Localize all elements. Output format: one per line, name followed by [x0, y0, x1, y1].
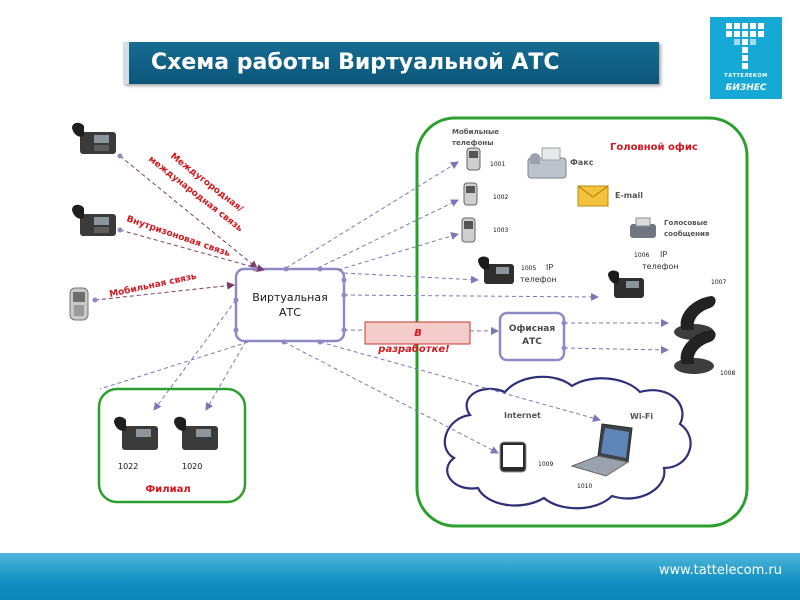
number-1022: 1022 [118, 462, 138, 471]
fax-icon [527, 147, 567, 179]
link-mobile-1001 [285, 161, 459, 269]
ip-phone-label-1b: телефон [520, 275, 557, 284]
slide-title: Схема работы Виртуальной АТС [151, 50, 560, 75]
vats-label-line1: Виртуальная [252, 291, 327, 304]
connection-dots [92, 153, 567, 351]
desk-phone-icon [114, 416, 158, 450]
desk-phone-icon [72, 122, 116, 154]
office-ats-box [498, 311, 566, 362]
mobile-phone-icon [69, 287, 89, 321]
number-1007: 1007 [711, 279, 726, 286]
logo-t-icon [726, 23, 764, 69]
laptop-icon [570, 423, 633, 477]
link-branch-dash [99, 341, 249, 390]
link-mobile [94, 281, 235, 301]
head-office-title: Головной офис [610, 141, 698, 153]
ip-phone-label-2a: IP [660, 250, 667, 259]
footer: www.tattelecom.ru [0, 553, 800, 600]
tattelecom-logo: ТАТТЕЛЕКОМ БИЗНЕС [710, 17, 782, 99]
cordless-phone-icon [674, 330, 716, 374]
ip-phone-icon [478, 256, 514, 284]
office-ats-label-line1: Офисная [509, 324, 556, 334]
email-icon [577, 185, 609, 207]
number-1002: 1002 [493, 194, 508, 201]
ip-phone-label-2b: телефон [642, 262, 679, 271]
mobile-phone-icon [461, 217, 476, 243]
link-ip-1006 [343, 292, 599, 301]
vats-label-line2: АТС [279, 306, 301, 319]
link-label-intrazone: Внутризоновая связь [125, 214, 232, 259]
link-mobile-1003 [337, 232, 459, 271]
number-1010: 1010 [577, 483, 592, 490]
footer-url[interactable]: www.tattelecom.ru [658, 563, 782, 578]
mobile-phones-label-2: телефоны [452, 139, 494, 147]
email-label: E-mail [615, 191, 643, 200]
voicemail-icon [630, 217, 656, 238]
desk-phone-icon [174, 416, 218, 450]
ip-phone-icon [608, 270, 644, 298]
number-1003: 1003 [493, 227, 508, 234]
link-ip-1005 [343, 272, 479, 284]
number-1005: 1005 [521, 265, 536, 272]
link-intrazone [119, 229, 265, 272]
link-1008 [563, 345, 669, 354]
link-intercity [119, 155, 258, 269]
number-1006: 1006 [634, 252, 649, 259]
number-1001: 1001 [490, 161, 505, 168]
internet-label: Internet [504, 411, 541, 420]
branch-title: Филиал [145, 484, 190, 495]
voice-messages-label-2: сообщения [664, 230, 709, 238]
branch-frame [97, 387, 247, 504]
tablet-icon [499, 441, 527, 473]
office-ats-label-line2: АТС [522, 337, 542, 347]
dev-badge-line1: В [414, 328, 422, 339]
link-1009 [283, 341, 499, 454]
mobile-phone-icon [466, 147, 481, 171]
wifi-label: Wi-Fi [630, 412, 653, 421]
fax-label: Факс [570, 158, 594, 167]
number-1008: 1008 [720, 370, 735, 377]
voice-messages-label-1: Голосовые [664, 219, 708, 227]
virtual-ats-box [234, 267, 346, 343]
internet-cloud [443, 375, 692, 510]
logo-company: ТАТТЕЛЕКОМ [724, 73, 768, 79]
mobile-phone-icon [463, 182, 478, 206]
title-bar: Схема работы Виртуальной АТС [123, 42, 659, 84]
number-1009: 1009 [538, 461, 553, 468]
dev-badge-line2: разработке! [377, 343, 449, 355]
logo-business: БИЗНЕС [725, 83, 767, 93]
number-1020: 1020 [182, 462, 202, 471]
link-branch-1020 [205, 340, 247, 411]
link-label-mobile: Мобильная связь [108, 271, 198, 300]
mobile-phones-label-1: Мобильные [452, 128, 499, 136]
link-mobile-1002 [317, 199, 459, 269]
dev-badge-box [364, 321, 471, 345]
link-branch-1022 [153, 299, 237, 411]
ip-phone-label-1a: IP [546, 263, 553, 272]
desk-phone-icon [72, 204, 116, 236]
